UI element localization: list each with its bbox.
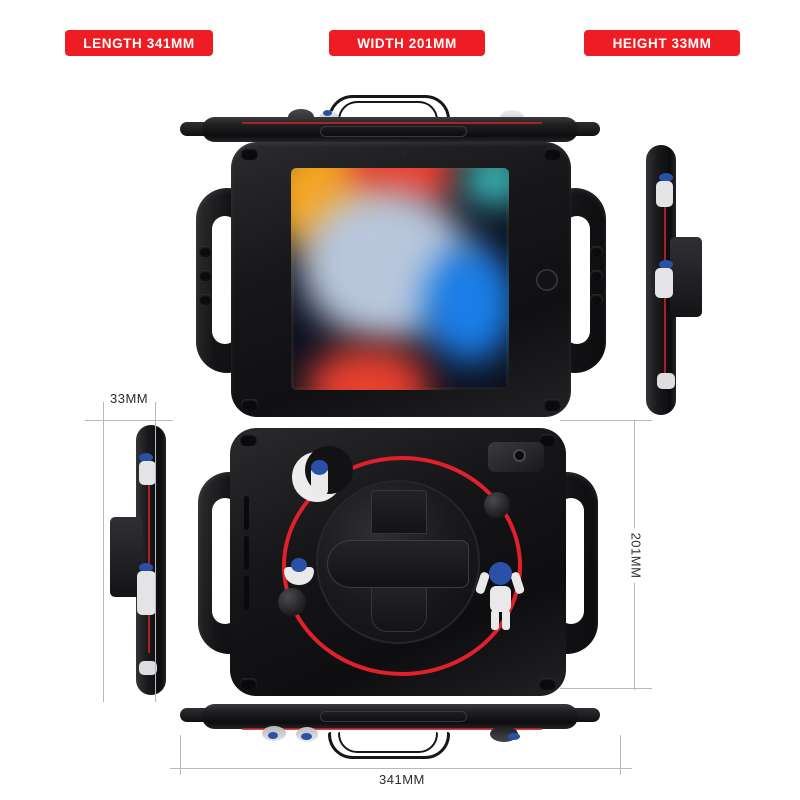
product-view-front <box>196 142 606 417</box>
badge-length: LENGTH 341MM <box>65 30 213 56</box>
product-view-bottom-edge <box>180 702 600 759</box>
planet-sphere-right <box>484 492 510 518</box>
astronaut-body-bust <box>284 567 314 585</box>
dimline-width-ext-bottom <box>560 688 652 689</box>
astronaut-bump-left-upper <box>139 461 156 485</box>
helmet-bump-bottom-left <box>268 732 278 739</box>
astronaut-arm-left <box>474 571 491 595</box>
hand-strap <box>327 540 469 588</box>
front-camera-icon <box>401 150 406 155</box>
kickstand-tab-upper <box>371 490 427 534</box>
edge-groove-top <box>320 126 467 137</box>
dimline-length-ext-right <box>620 735 621 775</box>
badge-height: HEIGHT 33MM <box>584 30 740 56</box>
astronaut-helmet-moon <box>311 460 328 475</box>
product-view-back <box>198 428 598 696</box>
astronaut-leg-right <box>502 610 510 630</box>
astronaut-helmet-raised <box>489 562 512 585</box>
product-view-right-side <box>638 145 710 415</box>
grip-bump-r2 <box>590 270 603 281</box>
astronaut-torso <box>490 586 511 612</box>
astronaut-helmet-bust <box>291 558 307 572</box>
corner-nub-back-tl <box>240 434 257 446</box>
corner-nub-back-tr <box>539 434 556 446</box>
astronaut-bump-left-lower <box>137 571 156 615</box>
astronaut-leg-left <box>491 610 499 630</box>
wallpaper-blob-teal <box>463 168 509 206</box>
case-shell-back <box>230 428 566 696</box>
badge-length-label: LENGTH 341MM <box>83 35 195 51</box>
astronaut-arm-right <box>509 571 526 595</box>
helmet-bump-top-left <box>323 110 332 116</box>
case-shell-front <box>231 142 571 417</box>
dimension-label-thickness: 33MM <box>106 391 153 406</box>
speaker-slot-3 <box>244 576 249 610</box>
corner-nub-br <box>544 399 561 411</box>
corner-nub-tr <box>544 148 561 160</box>
wallpaper-blob-red-bottom <box>307 346 429 390</box>
edge-groove-bottom <box>320 711 467 722</box>
kickstand-right <box>670 237 702 317</box>
grip-bump-l2 <box>199 270 212 281</box>
helmet-bump-bottom-left2 <box>301 733 312 740</box>
helmet-bump-left-upper <box>139 453 153 462</box>
astronaut-bump-right-bottom <box>657 373 675 389</box>
corner-nub-back-br <box>539 678 556 690</box>
tablet-screen <box>291 168 509 390</box>
dimension-label-length: 341MM <box>375 772 429 787</box>
corner-nub-back-bl <box>240 678 257 690</box>
planet-sphere-left <box>278 588 306 616</box>
grip-bump-l1 <box>199 246 212 257</box>
product-view-left-side <box>106 425 178 695</box>
grip-bump-r3 <box>590 294 603 305</box>
decorative-red-ring <box>282 456 522 676</box>
dimension-label-width: 201MM <box>628 528 644 583</box>
dimline-thickness-ext-right <box>155 402 156 702</box>
astronaut-bump-left-bottom <box>139 661 157 675</box>
speaker-slot-2 <box>244 536 249 570</box>
astronaut-bump-right-lower <box>655 268 673 298</box>
red-accent-line-left <box>148 467 150 653</box>
astronaut-bump-right-upper <box>656 181 673 207</box>
shoulder-strap-loop-inner-bottom <box>338 732 438 753</box>
camera-lens-icon <box>513 449 526 462</box>
red-accent-line-bottom <box>242 728 542 730</box>
rotating-disc <box>316 480 480 644</box>
dimline-length-horizontal <box>170 768 632 769</box>
dimline-thickness-ext-left <box>103 402 104 702</box>
grip-bump-l3 <box>199 294 212 305</box>
astronaut-bust <box>282 554 316 588</box>
dimline-width-ext-top <box>560 420 652 421</box>
corner-nub-bl <box>241 399 258 411</box>
home-button <box>536 268 558 291</box>
astronaut-arms-raised <box>474 556 526 630</box>
helmet-bump-bottom-right <box>508 733 520 740</box>
red-accent-line-top <box>242 122 542 124</box>
kickstand-tab-lower <box>371 586 427 632</box>
astronaut-on-crescent-moon <box>292 446 353 504</box>
dimline-thickness-horizontal <box>85 420 173 421</box>
wallpaper-blob-blue <box>423 246 509 362</box>
helmet-bump-right-lower <box>659 260 673 269</box>
grip-bump-r1 <box>590 246 603 257</box>
badge-width-label: WIDTH 201MM <box>357 35 457 51</box>
badge-width: WIDTH 201MM <box>329 30 485 56</box>
kickstand-left <box>110 517 142 597</box>
case-edge-bar-bottom <box>202 704 578 729</box>
speaker-slot-1 <box>244 496 249 530</box>
helmet-bump-right-upper <box>659 173 673 182</box>
case-edge-bar-top <box>202 117 578 142</box>
dimline-length-ext-left <box>180 735 181 775</box>
corner-nub-tl <box>241 148 258 160</box>
badge-height-label: HEIGHT 33MM <box>612 35 712 51</box>
helmet-bump-left-lower <box>139 563 153 572</box>
product-view-top-edge <box>180 95 600 145</box>
